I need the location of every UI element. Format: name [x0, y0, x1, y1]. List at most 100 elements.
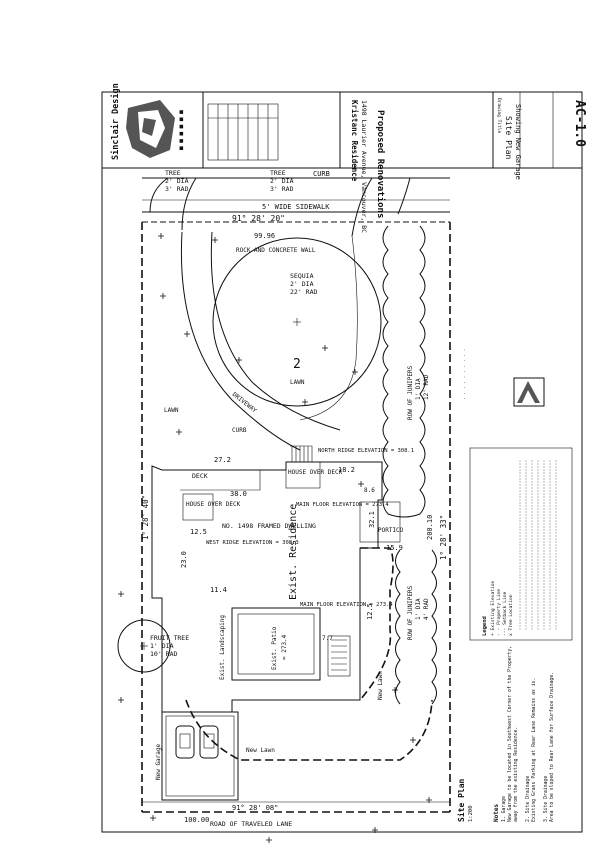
elevation-spots	[118, 233, 432, 843]
north-ridge-label: NORTH RIDGE ELEVATION = 308.1	[318, 448, 414, 454]
house-over-deck-1: HOUSE OVER DECK	[186, 501, 241, 508]
dim-18-2: 18.2	[338, 466, 355, 474]
new-garage	[161, 711, 239, 801]
dim-8-6: 8.6	[364, 487, 375, 494]
firm-logo	[126, 100, 175, 158]
legend-block: Legend + Existing Elevation - - Property…	[469, 447, 573, 641]
tree-2-rad: 3' RAD	[270, 185, 294, 193]
deck-label: DECK	[192, 472, 208, 480]
project-type: Proposed Renovations	[375, 110, 386, 218]
project-name: Kristanc Residence	[350, 100, 359, 182]
juniper-right-rad: 12' RAD	[423, 374, 430, 400]
sidewalk-label: 5' WIDE SIDEWALK	[262, 203, 330, 211]
landscaping-label: Exist. Landscaping	[219, 615, 226, 680]
fruit-tree-rad: 10' RAD	[150, 650, 177, 658]
dim-32-1: 32.1	[368, 511, 376, 528]
right-bearing: 1° 28' 33"	[439, 515, 448, 560]
juniper-lower-dia: 1' DIA	[415, 598, 422, 620]
rear-bearing: 91° 28' 08"	[232, 804, 278, 812]
svg-text:· · · · · · · · · ·: · · · · · · · · · ·	[463, 349, 468, 400]
dim-23: 23.0	[180, 551, 188, 568]
legend-item-1: - - Property Line	[496, 589, 502, 636]
deck-dim: 27.2	[214, 456, 231, 464]
portico-label: PORTICO	[378, 527, 404, 534]
building-number: NO. 1498 FRAMED DWELLING	[222, 522, 316, 530]
patio-elev: = 273.4	[281, 634, 288, 660]
existing-patio	[231, 607, 351, 681]
sheet-number: AC-1.0	[572, 100, 587, 147]
site-plan-scale: 1:200	[468, 805, 474, 822]
rock-wall-label: ROCK AND CONCRETE WALL	[236, 247, 316, 254]
revision-table	[207, 103, 279, 161]
drawing-title: Site Plan	[504, 116, 513, 160]
note-line-3: 2. Site Drainage	[525, 776, 531, 822]
legend-heading: Legend	[482, 616, 488, 636]
exist-residence-label: Exist. Residence	[288, 504, 299, 600]
title-block: ■ ■ ■ ■ ■ ■ Sinclair Design Kristanc Res…	[102, 83, 587, 233]
tree-2-label: TREE	[270, 169, 286, 177]
sequoia-dia: 2' DIA	[290, 280, 314, 288]
new-lawn-boundary	[185, 699, 433, 761]
juniper-row-right	[382, 225, 426, 518]
juniper-right-dia: 1' DIA	[415, 378, 422, 400]
patio-label: Exist. Patio	[271, 626, 278, 670]
sequoia-tree	[212, 237, 382, 407]
note-line-4: Existing Grass Parking at Rear Lane Rema…	[531, 678, 537, 822]
dim-7-7: 7.7	[322, 635, 333, 642]
front-dimension: 99.96	[254, 232, 275, 240]
sheet-border	[101, 91, 583, 833]
tree-2-dia: 2' DIA	[270, 177, 294, 185]
dim-11-4: 11.4	[210, 586, 227, 594]
note-line-5: 3. Site Drainage	[543, 776, 549, 822]
north-arrow	[513, 377, 545, 407]
legend-item-2: --- Setback Line	[502, 592, 508, 636]
juniper-lower-label: ROW OF JUNIPERS	[407, 585, 414, 640]
house-over-deck-2: HOUSE OVER DECK	[288, 469, 343, 476]
drawing-subtitle: Showing New Garage	[514, 104, 522, 180]
residence-footprint	[151, 445, 401, 713]
drive-curb-label: CURB	[232, 427, 247, 434]
svg-text:■ ■ ■ ■ ■ ■: ■ ■ ■ ■ ■ ■	[178, 110, 185, 150]
dim-12-5b: 12.5	[366, 603, 374, 620]
dim-15-9: 15.9	[386, 544, 403, 552]
juniper-right-label: ROW OF JUNIPERS	[407, 365, 414, 420]
juniper-row-lower	[395, 549, 437, 705]
main-floor-1: MAIN FLOOR ELEVATION = 273.4	[296, 502, 389, 508]
note-line-1: New Garage to be located in Southwest Co…	[507, 646, 513, 822]
firm-name: Sinclair Design	[110, 83, 121, 160]
notes-block: Site Plan 1:200 Notes 1. Garage New Gara…	[456, 646, 555, 822]
dim-200-10: 200.10	[426, 515, 434, 540]
curb-label-top: CURB	[313, 170, 330, 178]
note-line-0: 1. Garage	[501, 796, 507, 822]
dim-38: 38.0	[230, 490, 247, 498]
rear-lane-label: ROAD OF TRAVELED LANE	[210, 820, 292, 828]
tree-1-label: TREE	[165, 169, 181, 177]
new-lawn-label-1: New Lawn	[246, 747, 275, 754]
tree-1-rad: 3' RAD	[165, 185, 189, 193]
rear-dimension: 100.00	[184, 816, 209, 824]
west-ridge-label: WEST RIDGE ELEVATION = 308.3	[206, 540, 299, 546]
new-garage-label: New Garage	[155, 743, 162, 780]
main-floor-2: MAIN FLOOR ELEVATION = 273.4	[300, 602, 393, 608]
legend-item-3: x Tree Location	[508, 594, 514, 636]
legend-item-0: + Existing Elevation	[490, 580, 496, 636]
project-address: 1498 Laurier Avenue, Vancouver, BC	[360, 100, 368, 233]
sequoia-rad: 22' RAD	[290, 288, 317, 296]
lot-number: 2	[293, 357, 301, 372]
fruit-tree-dia: 1' DIA	[150, 642, 174, 650]
side-lawn-label: LAWN	[164, 407, 179, 414]
drawing-title-label: Drawing Title	[496, 98, 502, 134]
note-line-2: away from the existing Residence.	[513, 727, 519, 822]
notes-heading: Notes	[493, 804, 500, 822]
site-plan-title: Site Plan	[456, 778, 466, 822]
front-lawn-label: LAWN	[290, 379, 305, 386]
fruit-tree-label: FRUIT TREE	[150, 634, 189, 642]
left-bearing: 1° 28' 40"	[141, 495, 150, 540]
dim-12-5a: 12.5	[190, 528, 207, 536]
note-line-6: Area to be sloped to Rear Lane for Surfa…	[549, 672, 555, 822]
front-bearing: 91° 28' 20"	[232, 214, 285, 223]
sequoia-label: SEQUIA	[290, 272, 314, 280]
new-lawn-label-2: New Lawn	[377, 671, 384, 700]
